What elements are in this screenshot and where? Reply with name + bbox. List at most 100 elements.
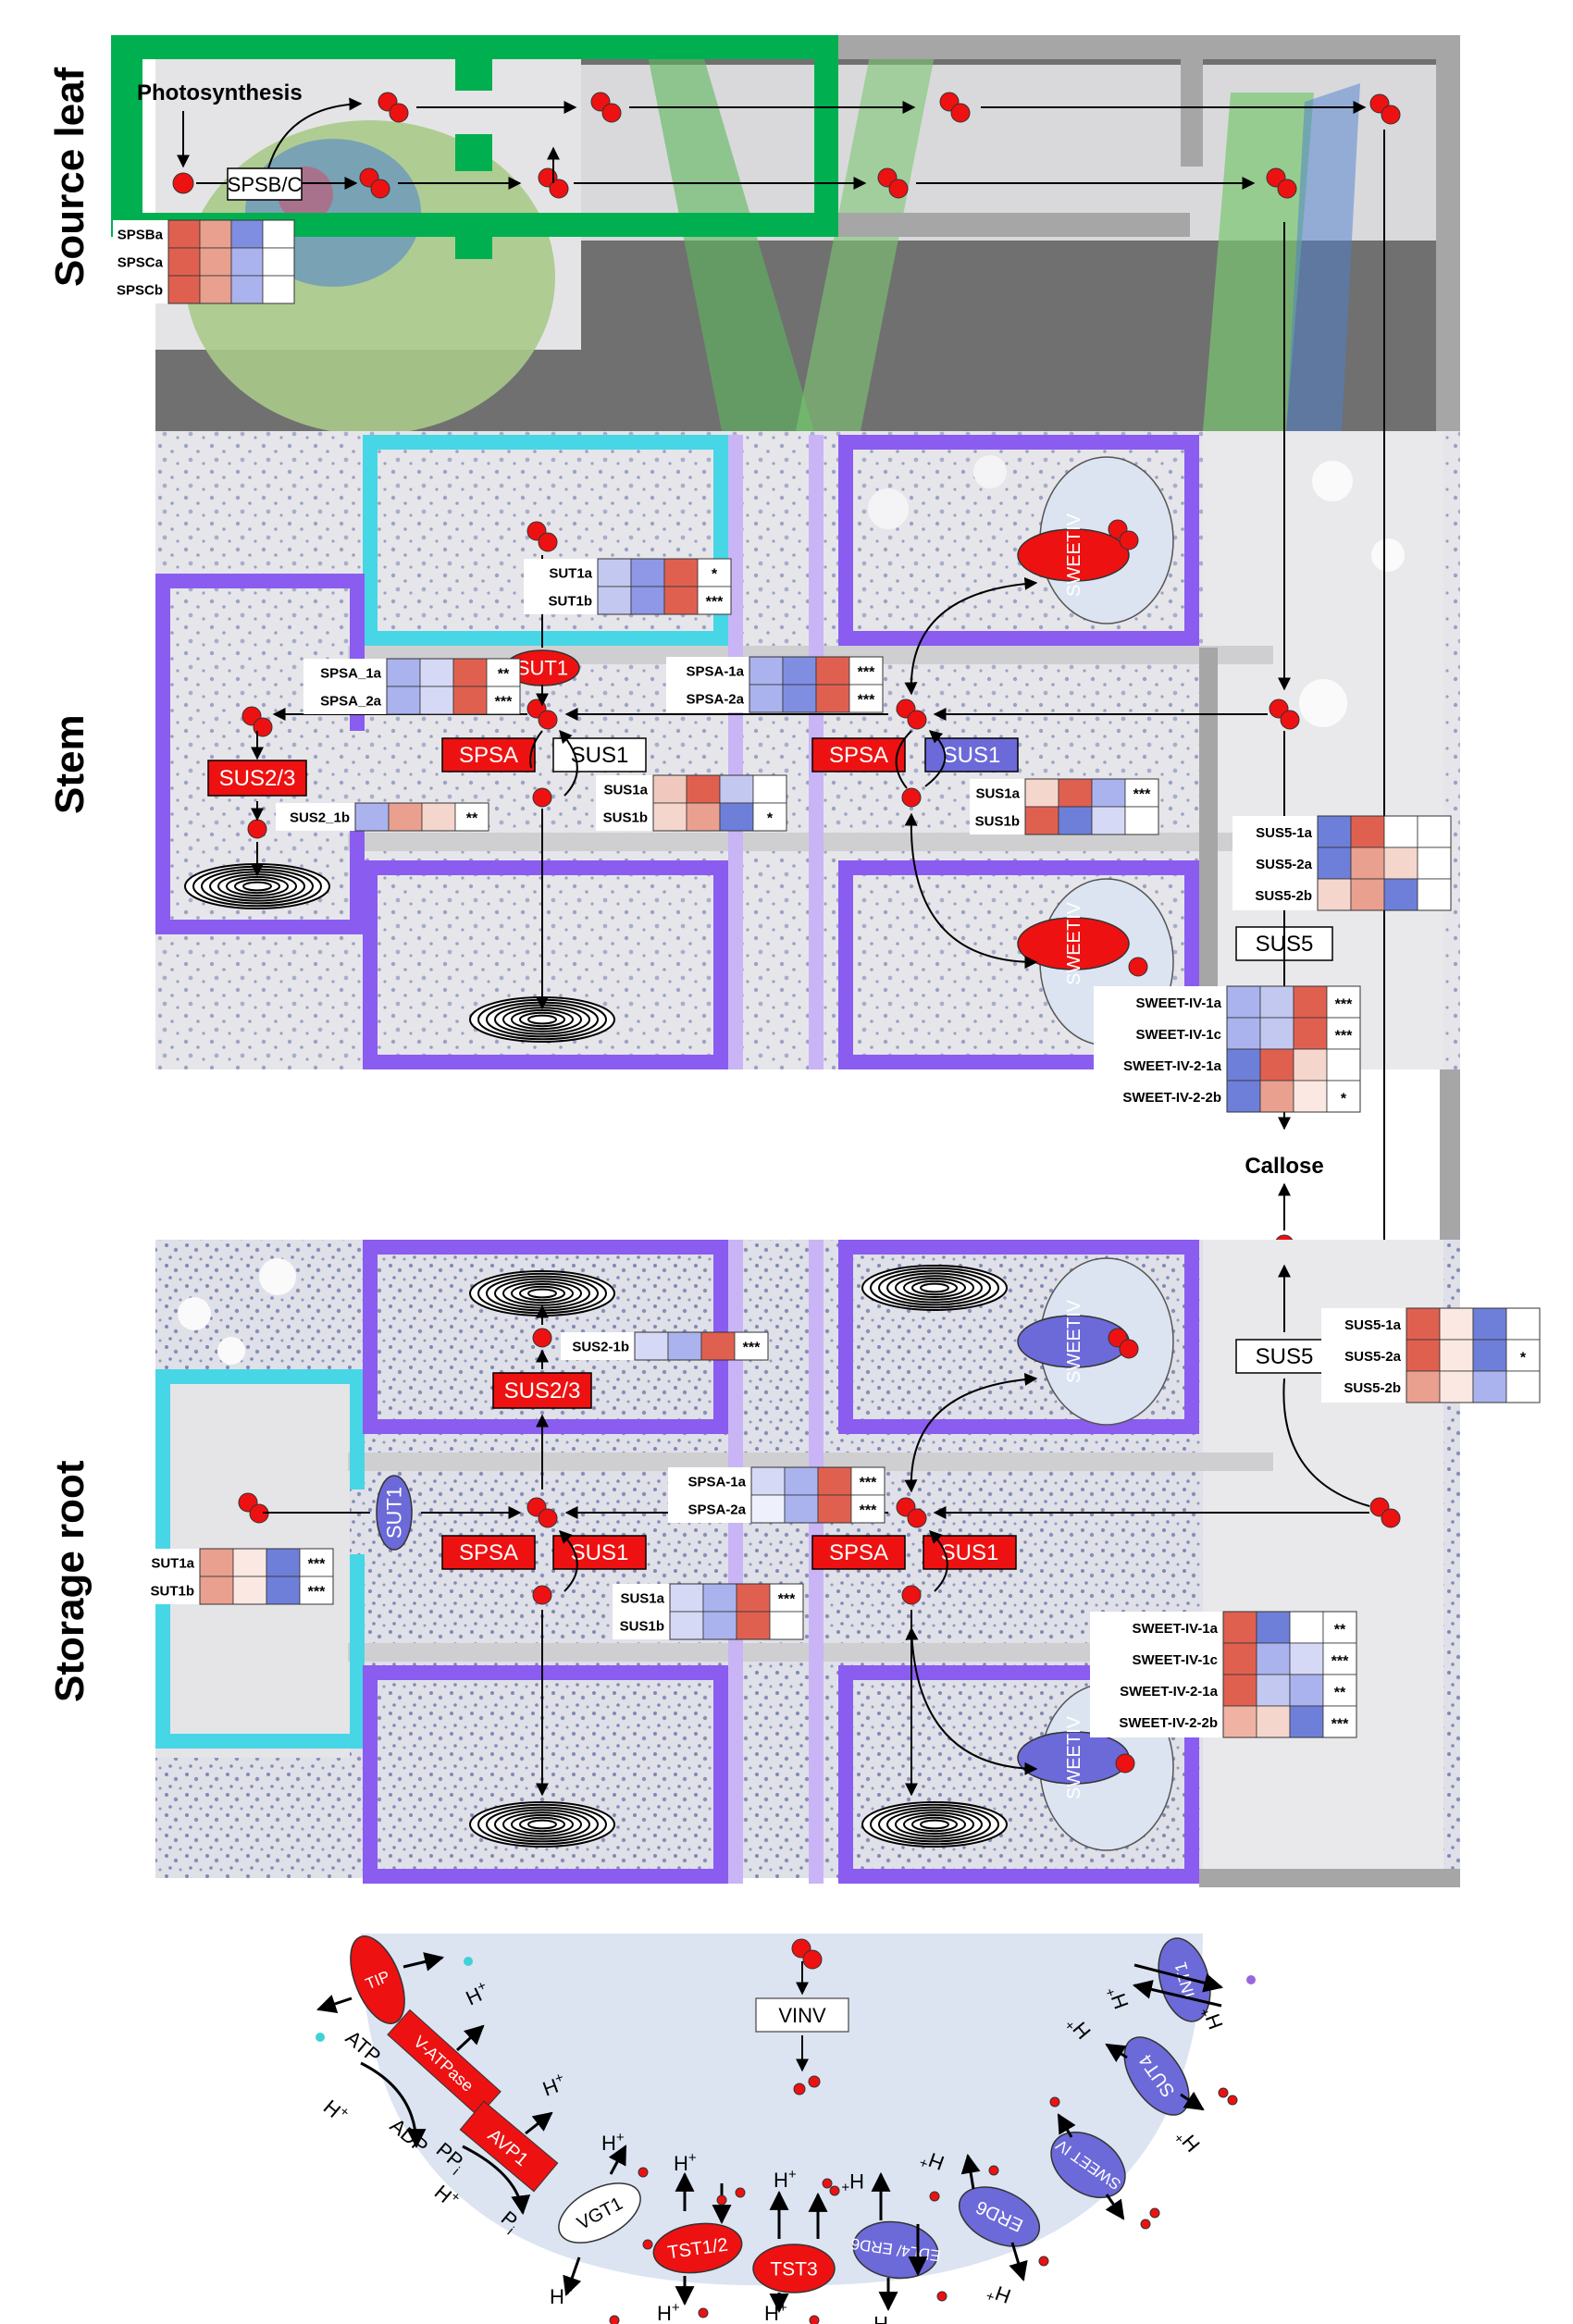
stem-sus1-left-label: SUS1 [571,743,629,768]
heatmap-spsbc-frame [167,219,295,304]
heatmap-root-spsa-row-label: SPSA-1a [687,1474,746,1490]
heatmap-root-spsa-cell [750,1494,786,1524]
root-sucrose-right-node [896,1497,927,1528]
tst12-dot-2 [716,2194,727,2206]
root-callose-bottom-right-ring [895,1811,974,1837]
heatmap-root-sus2-row-label: SUS2-1b [572,1339,629,1354]
stem-spsa-left-box [441,737,536,773]
tst12-dot-4 [698,2307,709,2318]
erd6-arrow-out [1009,2242,1028,2282]
heatmap-stem-sus1-left-label-bg [596,775,653,831]
erd6-dot-2 [1038,2256,1049,2267]
root-callose-top-ring [511,1283,574,1304]
tst3-hplus-out-sup: + [779,2300,787,2316]
heatmap-stem-sweet-cell [1226,985,1261,1019]
tst3-hplus-out: H+ [764,2300,787,2324]
heatmap-root-sus1-cell [769,1583,804,1613]
stem-sucrose-right-node [896,698,927,730]
heatmap-root-sus1-cell [769,1611,804,1640]
heatmap-stem-spsa-right-label-bg [666,657,749,712]
heatmap-stem-sweet-cell [1293,1080,1328,1113]
root-callose-top-right-ring [911,1279,958,1296]
heatmap-stem-sut1-cell [597,558,632,587]
heatmap-stem-spsa-left-frame [386,658,521,715]
heatmap-root-sut1-frame [199,1548,334,1605]
heatmap-root-sus5-cell [1439,1339,1474,1372]
heatmap-stem-sweet-frame [1226,985,1361,1113]
heatmap-root-sweet-row-label: SWEET-IV-1a [1132,1621,1218,1637]
stem-sweet-top: SWEETIV [1017,513,1130,597]
root-hexose-right [901,1585,922,1605]
root-callose-bottom [469,1801,615,1848]
heatmap-stem-sus2-star: ** [466,811,478,827]
fructose-unit [601,103,622,123]
heatmap-stem-sus1-right-frame [1024,778,1159,835]
heatmap-spsbc-cell [262,275,295,304]
heatmap-root-sus5-cell [1406,1339,1441,1372]
heatmap-stem-sus5-cell [1317,878,1352,911]
root-callose-top-ring [519,1285,565,1302]
vac-vgt1: VGT1 [558,2182,641,2244]
root-sucrose-left-node [526,1497,558,1528]
stem-arrow-left-cycle-b [559,729,578,797]
heatmap-root-sus1: SUS1a***SUS1b [613,1583,804,1640]
heatmap-root-sweet-cell [1289,1705,1324,1738]
heatmap-stem-sus1-left-cell [719,802,754,832]
heatmap-spsbc-cell [262,247,295,277]
edl4-hplus-out: H+ [865,2312,888,2324]
vac-tst12: TST1/2 [652,2222,743,2274]
heatmap-stem-sus5-cell [1417,878,1452,911]
heatmap-stem-sus1-right-cell [1091,806,1126,835]
sucrose-icon [359,167,390,199]
fructose-unit [549,179,569,199]
arrow-spsbc-up [267,97,363,169]
heatmap-spsbc-row-label: SPSBa [118,227,164,242]
fructose-unit [1381,1508,1401,1528]
sweetiv-dot-3 [1149,2207,1160,2219]
heatmap-stem-sus5-cell [1383,878,1418,911]
root-callose-bottom-ring [502,1811,582,1837]
sweetiv-dot-2 [1140,2219,1151,2230]
erd6-hplus-out-text: H+ [984,2279,1014,2310]
heatmap-root-sus1-label-bg [613,1584,670,1639]
heatmap-root-sut1-label-bg [126,1549,200,1604]
heatmap-root-sweet-star: *** [1331,1716,1349,1732]
heatmap-stem-sut1-row-label: SUT1a [549,565,592,581]
heatmap-stem-sus5-frame [1317,815,1452,911]
tst12-dot-1 [735,2187,746,2198]
erd6-hplus-out: H+ [984,2279,1014,2310]
heatmap-stem-sus5-row-label: SUS5-1a [1256,825,1313,841]
heatmap-root-sut1: SUT1a***SUT1b*** [126,1548,334,1605]
heatmap-spsbc-cell [167,219,201,249]
heatmap-stem-spsa-right-cell [815,684,850,713]
vac-tip-shape [350,1935,405,2024]
avp1-arrow-in [525,2111,553,2135]
heatmap-stem-spsa-left: SPSA_1a**SPSA_2a*** [303,658,521,715]
heatmap-root-sus1-star: *** [778,1592,796,1608]
tip-water-dot-in [464,1957,473,1966]
int1-inositol-dot [1246,1975,1256,1984]
vgt1-arrow-out [563,2256,582,2296]
heatmap-root-sus1-row-label: SUS1b [620,1618,664,1634]
heatmap-stem-spsa-left-cell [419,686,454,715]
heatmap-root-sweet-frame [1222,1611,1357,1738]
heatmap-root-sus2-cell [700,1331,736,1361]
heatmap-stem-sweet-cell [1326,1048,1361,1082]
edl4-dot-2 [936,2291,948,2302]
sut4-dot-1 [1218,2087,1229,2098]
root-sweet-top: SWEETIV [1017,1299,1130,1383]
heatmap-root-sus2-cell [634,1331,669,1361]
vinv-box [755,1997,849,2033]
tip-arrow-out [316,1995,353,2013]
heatmap-stem-sweet-label-bg [1094,986,1227,1112]
heatmap-stem-sweet-row-label: SWEET-IV-2-1a [1123,1058,1222,1074]
photosynthesis-label: Photosynthesis [137,80,303,105]
heatmap-root-spsa-cell [817,1466,852,1496]
heatmap-stem-sut1-row-label: SUT1b [548,593,592,609]
heatmap-stem-sus5-row-label: SUS5-2a [1256,857,1313,872]
